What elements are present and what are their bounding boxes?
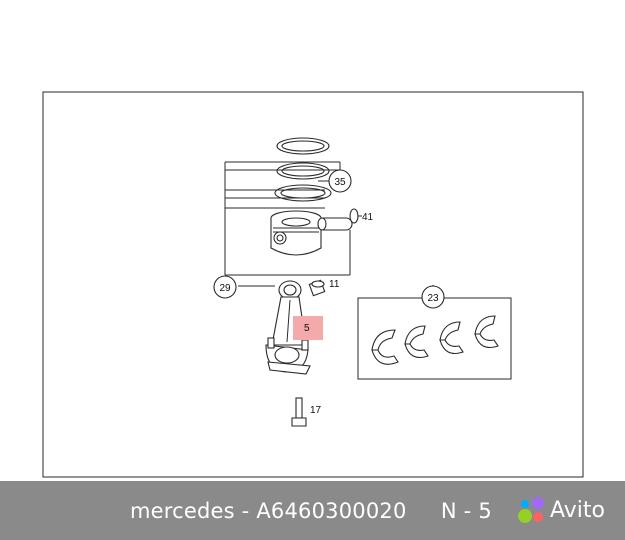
callout-23: 23 (421, 285, 445, 309)
avito-logo-text: Avito (550, 497, 605, 523)
avito-dots-icon (518, 497, 546, 523)
callout-29: 29 (213, 275, 237, 299)
svg-text:35: 35 (334, 177, 346, 188)
footer-bar: mercedes - A6460300020 N - 5 Avito (0, 481, 625, 540)
callout-17: 17 (310, 405, 322, 416)
callout-5: 5 (304, 323, 310, 334)
svg-text:41: 41 (362, 212, 374, 223)
bushing (308, 279, 326, 297)
bolt (291, 397, 307, 427)
piston (270, 210, 322, 256)
callout-41: 41 (362, 212, 374, 223)
svg-text:17: 17 (310, 405, 322, 416)
bracket-35 (224, 161, 341, 275)
circlip (349, 208, 362, 224)
piston-pin (317, 217, 353, 231)
callout-35: 35 (318, 169, 352, 193)
part-caption: mercedes - A6460300020 N - 5 (130, 499, 492, 523)
bracket-29 (225, 230, 351, 287)
svg-text:29: 29 (219, 283, 231, 294)
parts-diagram: 35 41 29 11 23 5 17 (42, 91, 584, 478)
piston-rings (274, 137, 332, 202)
svg-text:5: 5 (304, 323, 310, 334)
svg-text:11: 11 (329, 279, 340, 290)
svg-text:23: 23 (427, 293, 439, 304)
avito-logo: Avito (518, 497, 605, 523)
callout-11: 11 (329, 279, 340, 290)
diagram-frame (42, 91, 584, 478)
highlight-box (293, 316, 323, 340)
